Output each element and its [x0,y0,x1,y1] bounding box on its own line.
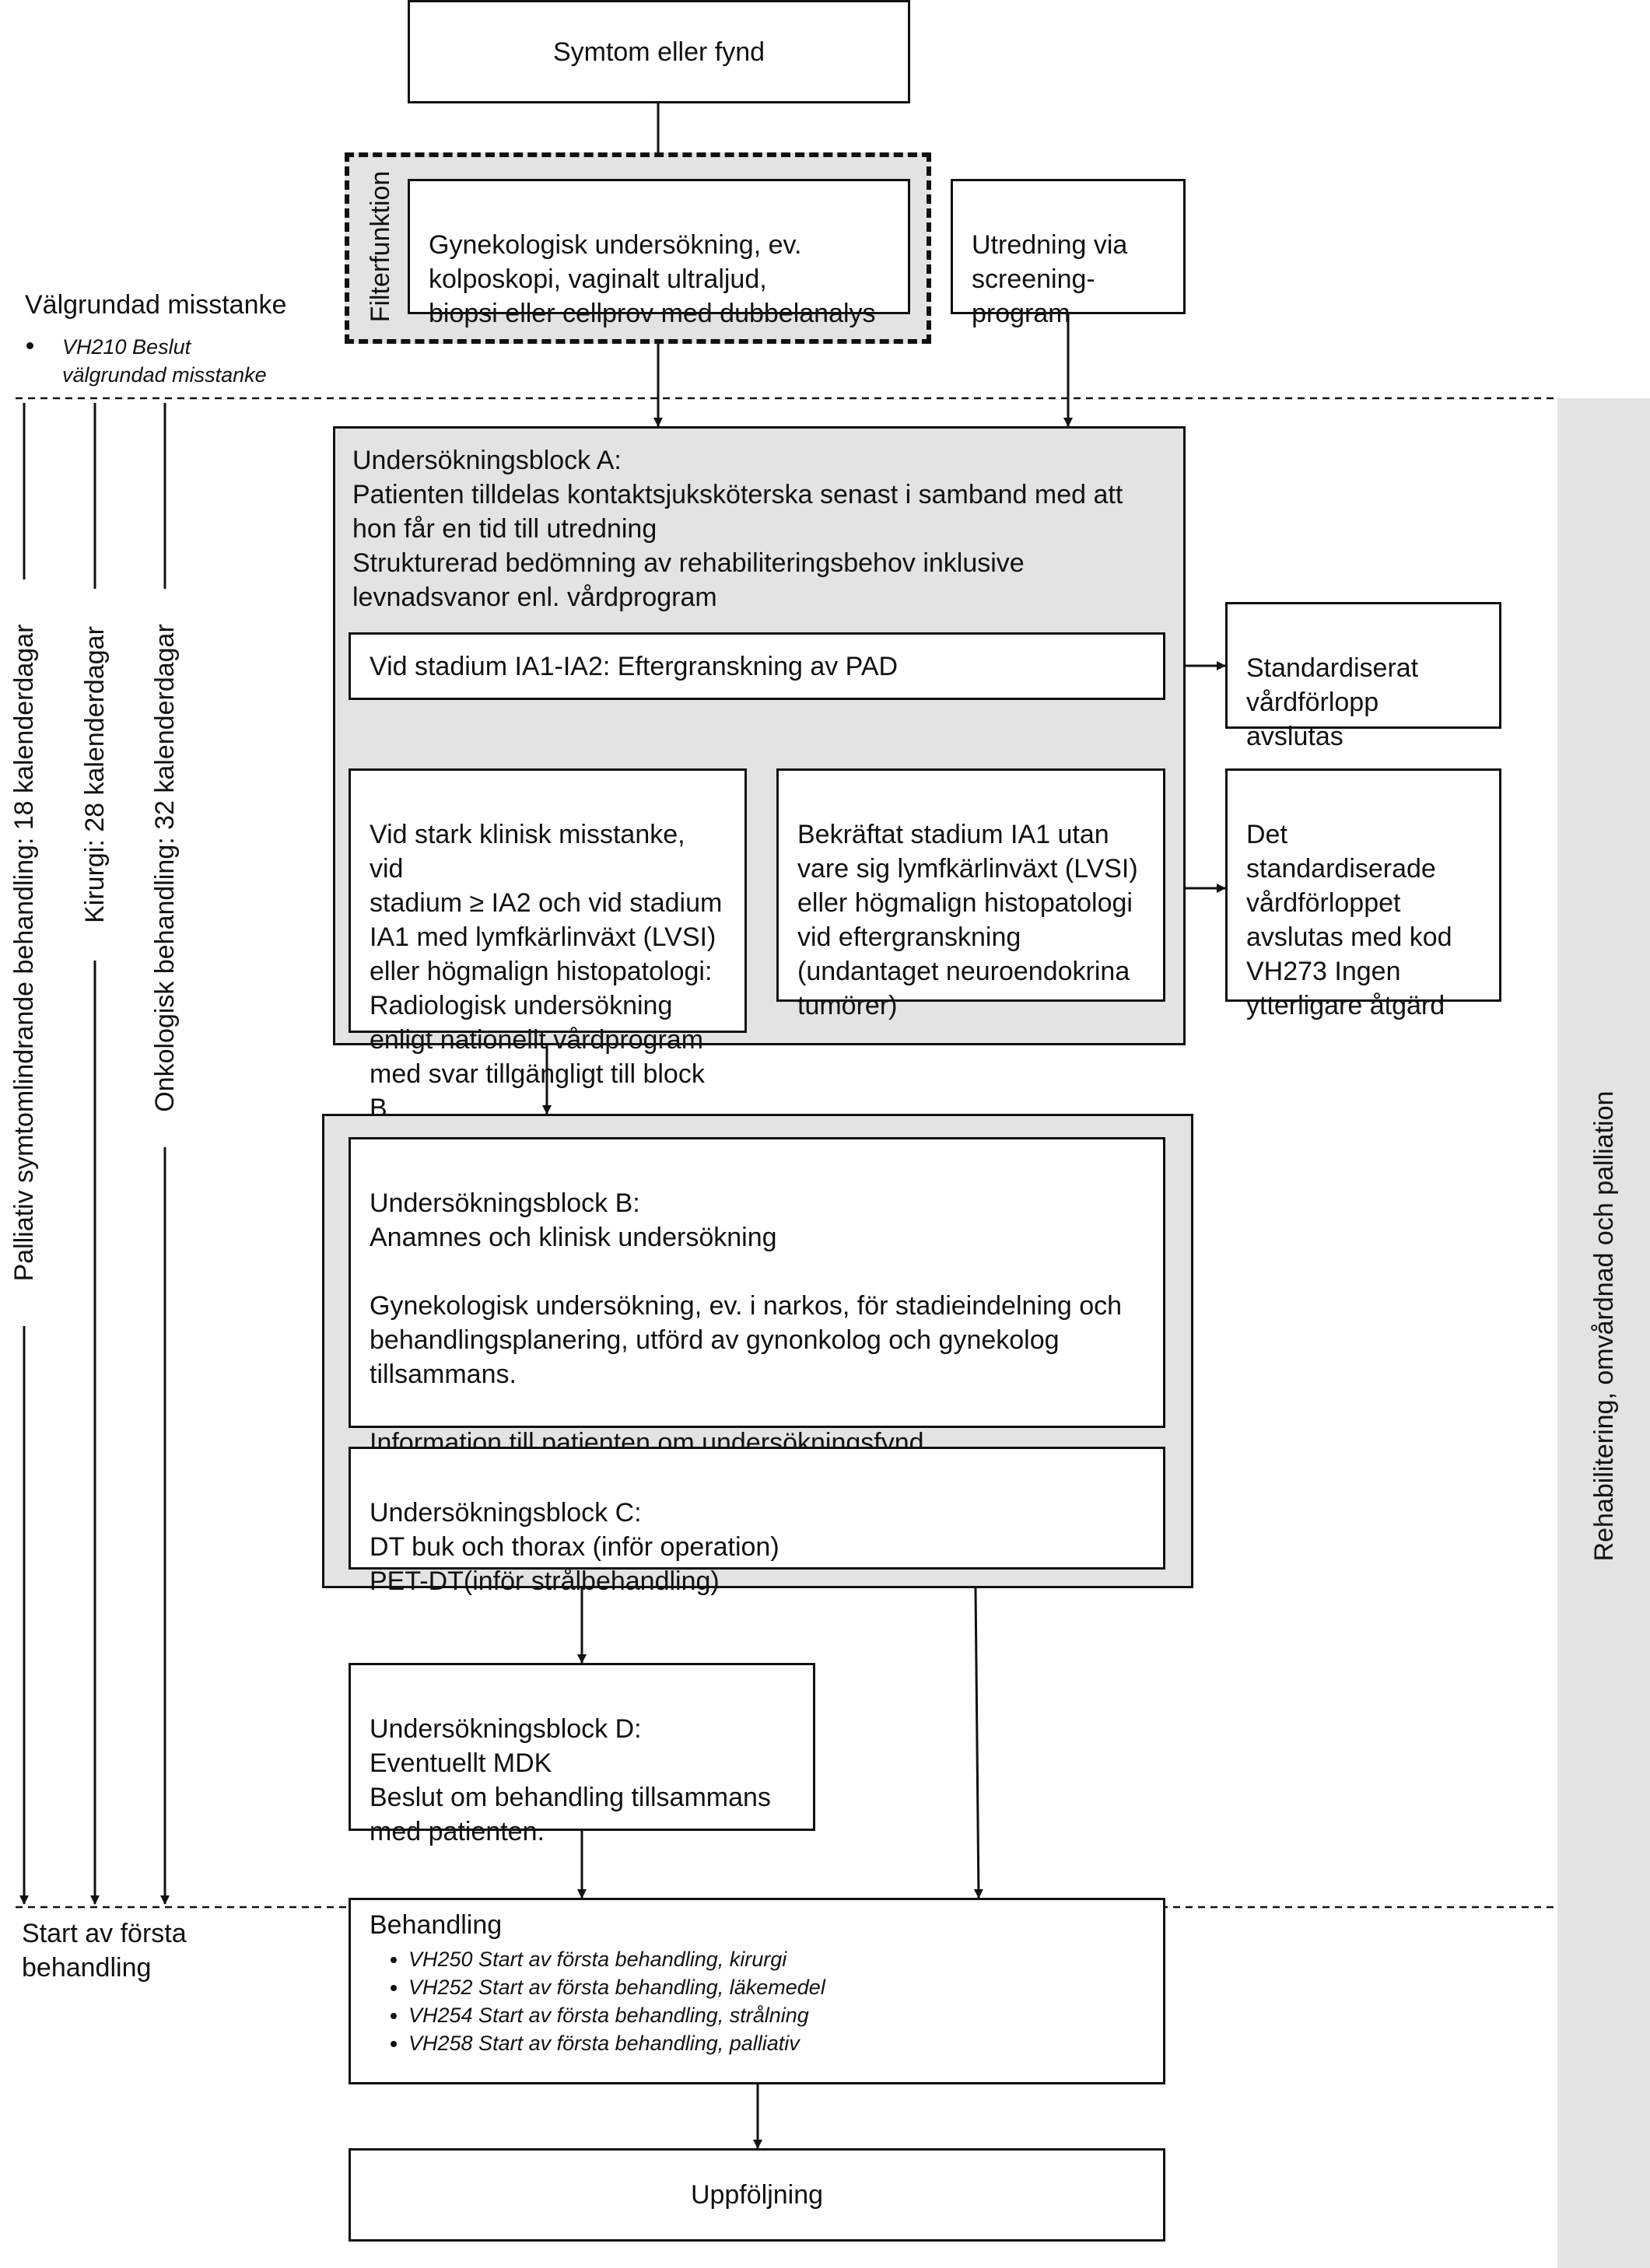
treatment-code-list: VH250 Start av första behandling, kirurg… [370,1945,1144,2057]
block-d: Undersökningsblock D: Eventuellt MDK Bes… [349,1663,815,1846]
block-a-text: Undersökningsblock A: Patienten tilldela… [352,446,1123,612]
block-c-label: Undersökningsblock C: DT buk och thorax … [370,1498,779,1596]
symptom-box-label: Symtom eller fynd [552,37,765,67]
stage-box: Vid stadium IA1-IA2: Eftergranskning av … [349,632,1165,700]
block-c: Undersökningsblock C: DT buk och thorax … [349,1447,1165,1596]
followup-box: Uppföljning [349,2148,1165,2242]
outcome-box-2-label: Det standardiserade vårdförloppet avslut… [1246,820,1452,1020]
suspicion-title: Välgrundad misstanke [25,290,287,320]
suspicion-code: VH210 Beslut välgrundad misstanke [62,335,267,387]
treatment-code: VH258 Start av första behandling, pallia… [408,2029,1144,2057]
radiology-box-label: Vid stark klinisk misstanke, vid stadium… [370,820,723,1123]
treatment-code: VH250 Start av första behandling, kirurg… [408,1945,1144,1973]
outcome-box-1: Standardiserat vårdförlopp avslutas [1225,602,1501,751]
block-b-label: Undersökningsblock B: Anamnes och klinis… [370,1188,1123,1458]
timeline-oncology-label: Onkologisk behandling: 32 kalenderdagar [150,624,180,1112]
block-d-label: Undersökningsblock D: Eventuellt MDK Bes… [370,1714,771,1846]
start-label: Start av första behandling [22,1919,187,1983]
exam-box-label: Gynekologisk undersökning, ev. kolposkop… [429,230,876,328]
outcome-box-2: Det standardiserade vårdförloppet avslut… [1225,768,1501,1020]
confirmed-stage-box: Bekräftat stadium IA1 utan vare sig lymf… [776,768,1165,1020]
stage-box-label: Vid stadium IA1-IA2: Eftergranskning av … [370,651,899,681]
treatment-code: VH252 Start av första behandling, läkeme… [408,1973,1144,2001]
timeline-palliative-label: Palliativ symtomlindrande behandling: 18… [9,624,39,1282]
treatment-box: Behandling VH250 Start av första behandl… [349,1898,1165,2084]
followup-box-label: Uppföljning [690,2180,824,2210]
bullet-dot [26,342,33,349]
exam-box: Gynekologisk undersökning, ev. kolposkop… [408,179,910,328]
screening-box: Utredning via screening- program [951,179,1186,328]
confirmed-stage-box-label: Bekräftat stadium IA1 utan vare sig lymf… [797,820,1138,1020]
screening-box-label: Utredning via screening- program [972,230,1128,328]
radiology-box: Vid stark klinisk misstanke, vid stadium… [349,768,747,1123]
outcome-box-1-label: Standardiserat vårdförlopp avslutas [1246,653,1419,751]
filter-label: Filterfunktion [366,170,395,323]
treatment-title: Behandling [370,1910,503,1940]
treatment-code: VH254 Start av första behandling, stråln… [408,2001,1144,2029]
timeline-surgery-label: Kirurgi: 28 kalenderdagar [80,626,110,923]
arrow-bc-to-treatment [973,1587,983,1899]
symptom-box: Symtom eller fynd [408,0,910,103]
block-b: Undersökningsblock B: Anamnes och klinis… [349,1137,1165,1458]
side-band [1557,398,1650,2268]
